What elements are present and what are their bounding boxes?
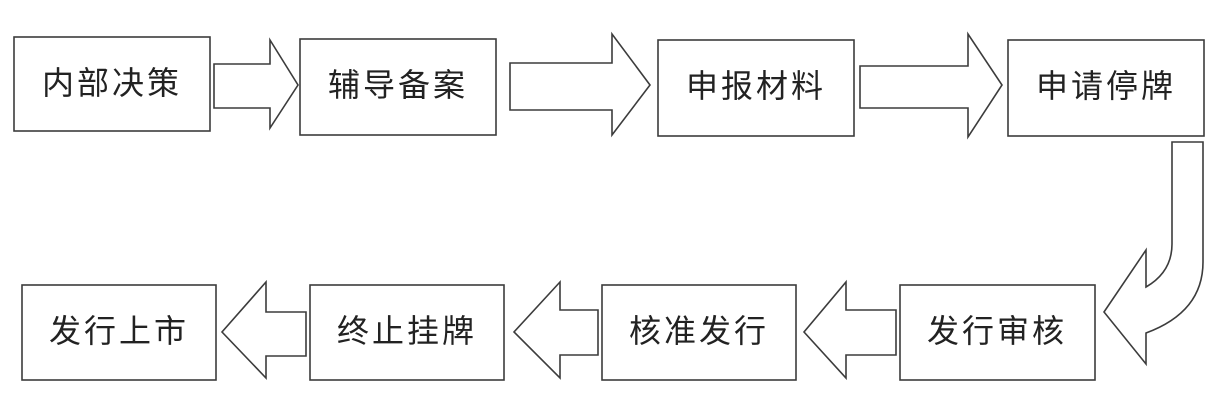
step-box-issue-listing: 发行上市	[21, 284, 217, 381]
left-arrow-icon	[512, 279, 599, 380]
step-box-application-materials: 申报材料	[657, 39, 855, 137]
step-label: 内部决策	[42, 64, 182, 102]
left-arrow-icon	[220, 279, 307, 380]
step-box-internal-decision: 内部决策	[13, 36, 211, 132]
left-arrow-icon	[802, 279, 897, 381]
step-box-approved-issuance: 核准发行	[601, 284, 797, 381]
right-arrow-icon	[509, 31, 652, 138]
step-box-terminate-listing: 终止挂牌	[309, 284, 505, 381]
step-label: 发行审核	[927, 312, 1067, 350]
step-label: 申请停牌	[1036, 67, 1176, 105]
step-label: 核准发行	[629, 312, 769, 350]
step-box-issuance-review: 发行审核	[899, 284, 1096, 381]
right-arrow-icon	[859, 31, 1003, 140]
step-label: 申报材料	[686, 67, 826, 105]
step-label: 终止挂牌	[337, 312, 477, 350]
curved-down-arrow-icon	[1103, 141, 1204, 367]
step-box-apply-suspension: 申请停牌	[1007, 39, 1205, 137]
step-box-tutoring-filing: 辅导备案	[299, 38, 497, 136]
right-arrow-icon	[213, 37, 299, 131]
step-label: 辅导备案	[328, 66, 468, 104]
step-label: 发行上市	[49, 312, 189, 350]
